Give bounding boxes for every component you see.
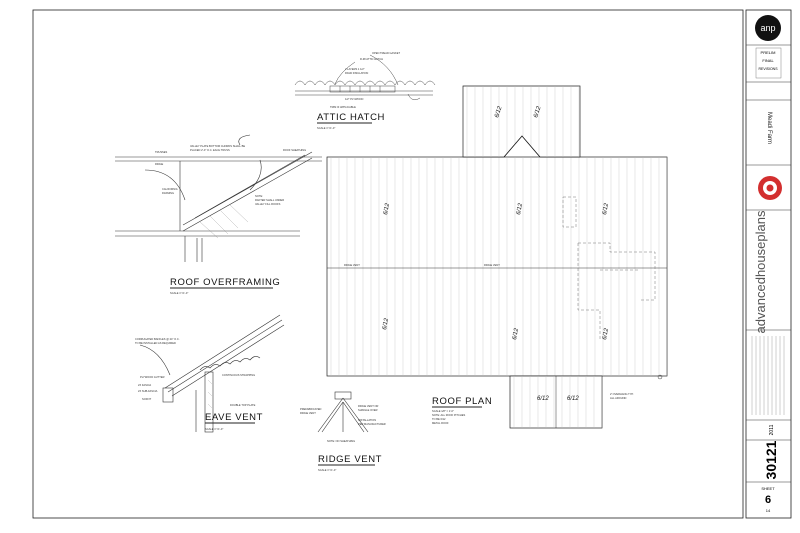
svg-text:SCALE 1"=1'-0": SCALE 1"=1'-0" (205, 427, 223, 431)
sheet-number: 6 (765, 494, 771, 506)
status-final: FINAL (762, 58, 774, 63)
legal-text-block (751, 336, 785, 415)
pitch-label: 6/12 (383, 202, 391, 215)
pitch-label: 6/12 (602, 327, 610, 340)
eave-vent-title: EAVE VENT (205, 412, 263, 423)
pitch-label: 6/12 (494, 105, 504, 119)
svg-text:CALIFORNIA: CALIFORNIA (162, 187, 178, 191)
svg-text:RIDGE VENT: RIDGE VENT (344, 263, 360, 267)
svg-text:VALLEY PLATE BOTTOM CHORDS SHA: VALLEY PLATE BOTTOM CHORDS SHALL BE (190, 144, 245, 148)
svg-text:INSTALLATION: INSTALLATION (358, 418, 376, 422)
svg-text:OPEN TREAD GASKET: OPEN TREAD GASKET (372, 51, 400, 55)
pitch-label: 6/12 (382, 317, 390, 330)
svg-text:TO BE INSTALLED AS REQUIRED: TO BE INSTALLED AS REQUIRED (135, 341, 176, 345)
svg-text:2X SUB-FASCIA: 2X SUB-FASCIA (138, 389, 158, 393)
svg-text:TRUSSES: TRUSSES (155, 150, 168, 154)
plan-year: 2011 (769, 424, 775, 435)
title-block: anp PRELIM FINAL REVISIONS Meadi Farm ad… (746, 15, 791, 513)
svg-text:RIGID INSULATION: RIGID INSULATION (345, 71, 368, 75)
attic-hatch-title: ATTIC HATCH (317, 112, 385, 123)
svg-text:R-38 ATTIC HATCH: R-38 ATTIC HATCH (360, 57, 383, 61)
svg-text:TRIM IF APPLICABLE: TRIM IF APPLICABLE (330, 105, 356, 109)
svg-text:PLACED 2'-0" O.C. EACH TRUSS: PLACED 2'-0" O.C. EACH TRUSS (190, 148, 230, 152)
copyright-seal (758, 176, 782, 200)
sheet-label: SHEET (761, 486, 775, 491)
company-name: advancedhouseplans (753, 210, 768, 333)
logo-text: anp (760, 23, 775, 33)
svg-text:DOUBLE TOP PLATE: DOUBLE TOP PLATE (230, 403, 256, 407)
svg-text:METAL ROOF: METAL ROOF (432, 421, 449, 425)
svg-text:CORRUGATED BAFFLES @ 24" O.C.: CORRUGATED BAFFLES @ 24" O.C. (135, 337, 180, 341)
sheet-of: 14 (766, 508, 771, 513)
svg-text:ALL AROUND: ALL AROUND (610, 396, 626, 400)
plan-number: 30121 (763, 440, 779, 479)
svg-text:RIDGE VENT: RIDGE VENT (300, 411, 316, 415)
svg-text:VALLEY FILL ROOFS: VALLEY FILL ROOFS (255, 202, 281, 206)
svg-text:SCALE 1"=1'-0": SCALE 1"=1'-0" (317, 126, 335, 130)
svg-text:PLYWOOD GUTTER: PLYWOOD GUTTER (140, 375, 165, 379)
anp-logo (755, 15, 781, 41)
svg-text:ROOF SHEATHING: ROOF SHEATHING (283, 148, 306, 152)
svg-text:NOTE:: NOTE: (255, 194, 263, 198)
svg-text:PER MANUFACTURER: PER MANUFACTURER (358, 422, 386, 426)
svg-text:2 LAYERS 1 1/2": 2 LAYERS 1 1/2" (345, 67, 365, 71)
pitch-label: 6/12 (533, 105, 543, 119)
svg-text:RIDGE: RIDGE (155, 162, 163, 166)
attic-hatch-detail: OPEN TREAD GASKET R-38 ATTIC HATCH 2 LAY… (294, 51, 436, 130)
pitch-label: 6/12 (537, 396, 549, 402)
svg-text:2X FASCIA: 2X FASCIA (138, 383, 151, 387)
svg-text:2' OVERHANG TYP.: 2' OVERHANG TYP. (610, 392, 634, 396)
pitch-label: 6/12 (512, 327, 520, 340)
roof-plan-title: ROOF PLAN (432, 396, 492, 407)
svg-text:SCALE 1"=1'-0": SCALE 1"=1'-0" (170, 291, 188, 295)
ridge-vent-title: RIDGE VENT (318, 454, 382, 465)
svg-text:NOTE: NO SHEATHING: NOTE: NO SHEATHING (327, 439, 355, 443)
roof-overframing-title: ROOF OVERFRAMING (170, 277, 280, 288)
status-revisions: REVISIONS (758, 67, 778, 71)
svg-text:PREFABRICATED: PREFABRICATED (300, 407, 322, 411)
svg-text:SOFFIT: SOFFIT (142, 397, 152, 401)
pitch-label: 6/12 (602, 202, 610, 215)
drawing-border (32, 9, 744, 519)
svg-text:RIDGE VENT: RIDGE VENT (484, 263, 500, 267)
eave-vent-detail: CORRUGATED BAFFLES @ 24" O.C. TO BE INST… (135, 314, 285, 433)
svg-text:RIDGE VENT OR: RIDGE VENT OR (358, 404, 379, 408)
svg-text:CONTINUOUS STRAPPING: CONTINUOUS STRAPPING (222, 373, 255, 377)
svg-text:FRAMING: FRAMING (162, 191, 174, 195)
pitch-label: 6/12 (567, 396, 579, 402)
project-name: Meadi Farm (766, 112, 772, 144)
svg-text:NOTE: ALL ROOF PITCHES: NOTE: ALL ROOF PITCHES (432, 413, 465, 417)
svg-text:SCALE 1"=1'-0": SCALE 1"=1'-0" (318, 468, 336, 472)
svg-text:1/2" PLYWOOD: 1/2" PLYWOOD (345, 97, 363, 101)
title-block-border (745, 9, 792, 519)
svg-text:RAFTER SHALL UNDER: RAFTER SHALL UNDER (255, 198, 284, 202)
pitch-label: 6/12 (516, 202, 524, 215)
svg-text:SHINGLE OVER: SHINGLE OVER (358, 408, 378, 412)
status-prelim: PRELIM (761, 50, 776, 55)
roof-plan: RIDGE VENT RIDGE VENT 6/12 6/12 6/12 6/1… (326, 85, 668, 429)
roof-overframing-detail: VALLEY PLATE BOTTOM CHORDS SHALL BE PLAC… (115, 134, 322, 295)
svg-text:SCALE 1/8" = 1'-0": SCALE 1/8" = 1'-0" (432, 409, 454, 413)
svg-text:TO BE 6/12: TO BE 6/12 (432, 417, 446, 421)
ridge-vent-detail: PREFABRICATED RIDGE VENT RIDGE VENT OR S… (300, 391, 386, 472)
